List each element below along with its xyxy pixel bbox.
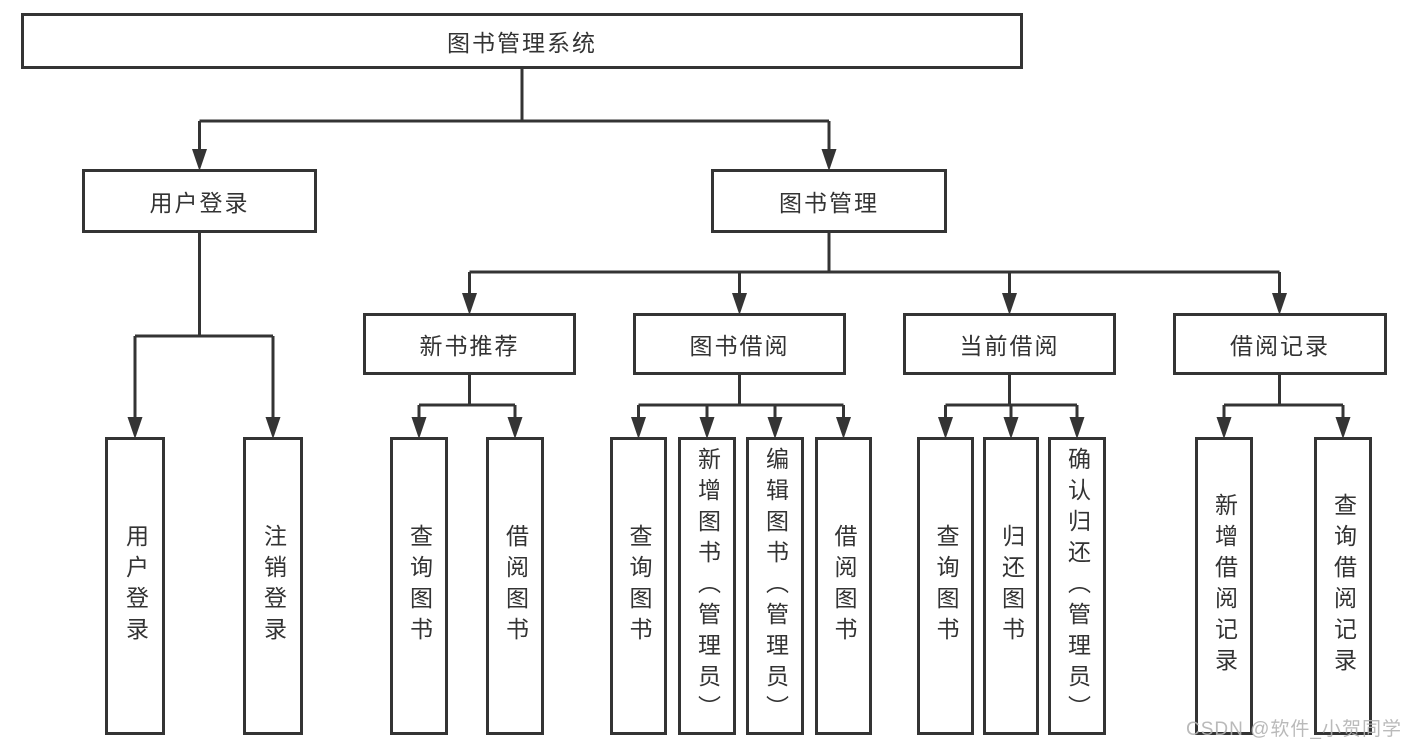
node-label: 归还图书 bbox=[998, 524, 1025, 648]
leaf-borrow-borrow-books: 借阅图书 bbox=[815, 437, 872, 735]
arrowhead-down-icon bbox=[1335, 417, 1351, 439]
node-label: 借阅图书 bbox=[831, 524, 857, 648]
node-label: 借阅图书 bbox=[502, 524, 529, 648]
connector-current-borrow-branch bbox=[945, 375, 1077, 407]
arrowhead-down-icon bbox=[1003, 417, 1019, 439]
arrowhead-down-icon bbox=[836, 417, 851, 439]
leaf-records-add-borrow-record: 新增借阅记录 bbox=[1195, 437, 1253, 735]
connector-book-borrow-branch bbox=[638, 375, 844, 407]
node-user-login: 用户登录 bbox=[82, 169, 317, 233]
arrowhead-down-icon bbox=[699, 417, 715, 439]
connector-borrow-records-branch bbox=[1224, 375, 1343, 407]
node-label: 用户登录 bbox=[149, 190, 250, 216]
arrowhead-down-icon bbox=[265, 417, 281, 439]
node-label: 查询图书 bbox=[933, 524, 959, 648]
node-label: 图书管理系统 bbox=[447, 30, 597, 56]
leaf-current-confirm-return-admin: 确认归还（管理员） bbox=[1048, 437, 1106, 735]
connector-root-trunk bbox=[199, 69, 829, 123]
connector-user-login-branch bbox=[135, 233, 273, 338]
arrowhead-down-icon bbox=[821, 149, 837, 171]
arrowhead-down-icon bbox=[127, 417, 143, 439]
node-label: 新增借阅记录 bbox=[1211, 493, 1238, 679]
node-label: 图书借阅 bbox=[689, 333, 790, 359]
leaf-recommend-borrow-books: 借阅图书 bbox=[486, 437, 544, 735]
node-label: 当前借阅 bbox=[959, 333, 1060, 359]
arrowhead-down-icon bbox=[1069, 417, 1085, 439]
arrowhead-down-icon bbox=[767, 417, 783, 439]
leaf-borrow-edit-books-admin: 编辑图书（管理员） bbox=[746, 437, 804, 735]
leaf-recommend-query-books: 查询图书 bbox=[390, 437, 448, 735]
node-new-book-recommend: 新书推荐 bbox=[363, 313, 576, 375]
leaf-records-query-borrow-record: 查询借阅记录 bbox=[1314, 437, 1372, 735]
leaf-logout-login: 注销登录 bbox=[243, 437, 303, 735]
node-label: 新增图书（管理员） bbox=[694, 446, 721, 726]
node-label: 新书推荐 bbox=[419, 333, 520, 359]
node-label: 编辑图书（管理员） bbox=[762, 446, 789, 726]
leaf-current-query-books: 查询图书 bbox=[917, 437, 974, 735]
node-label: 查询图书 bbox=[406, 524, 433, 648]
node-label: 借阅记录 bbox=[1230, 333, 1330, 359]
node-book-management: 图书管理 bbox=[711, 169, 947, 233]
leaf-borrow-query-books: 查询图书 bbox=[610, 437, 667, 735]
arrowhead-down-icon bbox=[732, 293, 747, 315]
arrowhead-down-icon bbox=[1002, 293, 1017, 315]
node-current-borrow: 当前借阅 bbox=[903, 313, 1116, 375]
arrowhead-down-icon bbox=[1216, 417, 1232, 439]
arrowhead-down-icon bbox=[631, 417, 646, 439]
node-label: 查询图书 bbox=[626, 524, 652, 648]
arrowhead-down-icon bbox=[1272, 293, 1287, 315]
arrowhead-down-icon bbox=[938, 417, 953, 439]
leaf-current-return-books: 归还图书 bbox=[983, 437, 1039, 735]
node-borrow-records: 借阅记录 bbox=[1173, 313, 1387, 375]
arrowhead-down-icon bbox=[411, 417, 427, 439]
node-label: 用户登录 bbox=[122, 524, 149, 648]
arrowhead-down-icon bbox=[507, 417, 523, 439]
leaf-user-login: 用户登录 bbox=[105, 437, 165, 735]
arrowhead-down-icon bbox=[462, 293, 477, 315]
node-label: 注销登录 bbox=[260, 524, 287, 648]
arrowhead-down-icon bbox=[192, 149, 207, 171]
node-label: 图书管理 bbox=[779, 190, 879, 216]
node-label: 查询借阅记录 bbox=[1330, 493, 1357, 679]
node-label: 确认归还（管理员） bbox=[1064, 446, 1091, 726]
connector-new-book-recommend-branch bbox=[419, 375, 515, 407]
node-book-borrow: 图书借阅 bbox=[633, 313, 846, 375]
leaf-borrow-add-books-admin: 新增图书（管理员） bbox=[678, 437, 736, 735]
csdn-watermark: CSDN @软件_小贺同学 bbox=[1186, 719, 1402, 740]
connector-book-management-branch bbox=[469, 233, 1280, 274]
node-root-library-management-system: 图书管理系统 bbox=[21, 13, 1023, 69]
